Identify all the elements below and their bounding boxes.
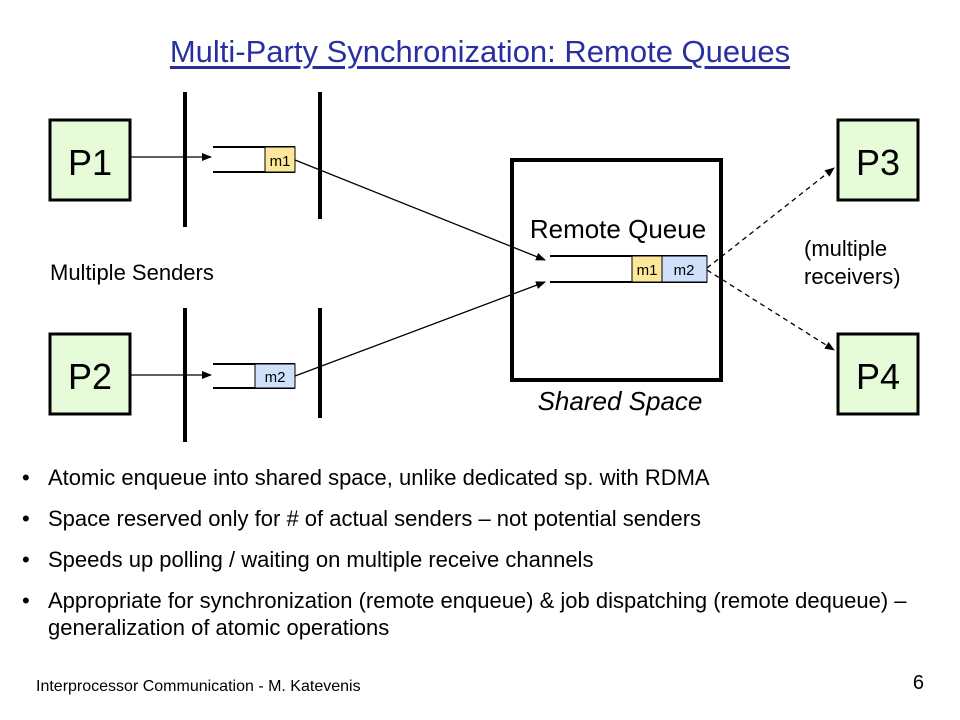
process-p1: P1	[48, 118, 132, 202]
sender-queue-p1: m1	[213, 146, 296, 173]
receivers-label-line1: (multiple	[804, 236, 887, 261]
bullet-item: Speeds up polling / waiting on multiple …	[22, 546, 942, 573]
page-number: 6	[912, 672, 924, 694]
footer-text: Interprocessor Communication - M. Kateve…	[36, 678, 361, 695]
remote-m2-slot	[661, 255, 708, 283]
shared-space-label: Shared Space	[538, 386, 703, 416]
arrow-m2-to-remote-queue	[294, 281, 546, 377]
process-p2-label: P2	[68, 356, 112, 397]
bullet-item: Space reserved only for # of actual send…	[22, 505, 942, 532]
message-m1-label: m1	[270, 153, 291, 170]
arrow-m1-to-remote-queue	[294, 159, 546, 261]
sender-queue-p2: m2	[213, 363, 296, 389]
process-p1-label: P1	[68, 142, 112, 183]
message-m2-label: m2	[265, 369, 286, 386]
multiple-senders-label: Multiple Senders	[50, 260, 214, 285]
remote-queue-diagram: P1 P2 P3 P4 m1 m2 Remote Queue	[48, 92, 920, 442]
receivers-label-line2: receivers)	[804, 264, 901, 289]
remote-m1-label: m1	[637, 262, 658, 279]
bullet-list: Atomic enqueue into shared space, unlike…	[22, 464, 942, 655]
message-m2-slot	[254, 363, 296, 389]
slide-title: Multi-Party Synchronization: Remote Queu…	[169, 34, 791, 69]
process-p4-label: P4	[856, 356, 900, 397]
bullet-item: Atomic enqueue into shared space, unlike…	[22, 464, 942, 491]
process-p2: P2	[48, 332, 132, 416]
shared-space-box	[510, 158, 723, 382]
process-p3-label: P3	[856, 142, 900, 183]
remote-m2-label: m2	[674, 262, 695, 279]
remote-queue: m1 m2	[550, 255, 708, 283]
remote-queue-label: Remote Queue	[530, 214, 706, 244]
message-m1-slot	[264, 146, 296, 173]
process-p3: P3	[836, 118, 920, 202]
bullet-item: Appropriate for synchronization (remote …	[22, 587, 942, 641]
arrow-remote-queue-to-p4	[706, 269, 835, 351]
process-p4: P4	[836, 332, 920, 416]
